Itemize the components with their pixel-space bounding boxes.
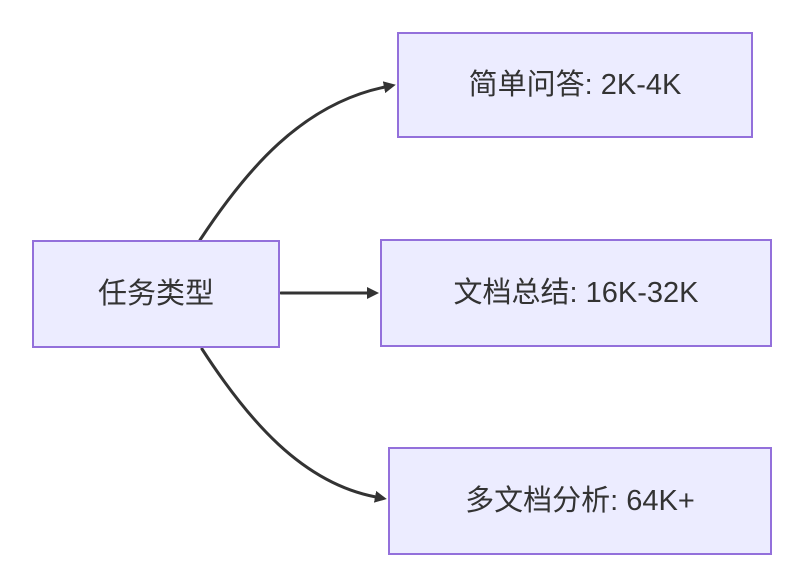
node-multi-doc-analysis-label: 多文档分析: 64K+ <box>465 484 695 517</box>
node-simple-qa-label: 简单问答: 2K-4K <box>468 68 682 101</box>
node-multi-doc-analysis: 多文档分析: 64K+ <box>388 447 772 555</box>
edge-root-to-bottom <box>200 347 387 503</box>
node-simple-qa: 简单问答: 2K-4K <box>397 32 753 138</box>
edge-root-to-top <box>198 81 396 242</box>
node-doc-summary-label: 文档总结: 16K-32K <box>453 276 699 309</box>
node-doc-summary: 文档总结: 16K-32K <box>380 239 772 347</box>
node-task-type-label: 任务类型 <box>97 277 214 310</box>
node-task-type: 任务类型 <box>32 240 280 348</box>
